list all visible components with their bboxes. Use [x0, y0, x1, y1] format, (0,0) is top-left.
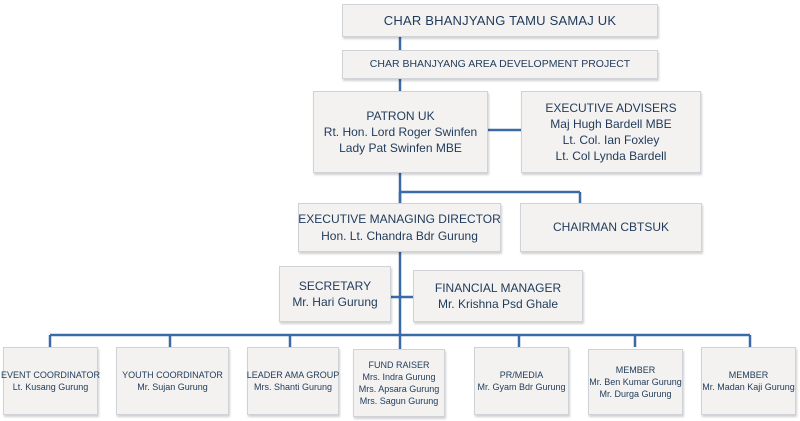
member-box-leader-ama-group: LEADER AMA GROUP Mrs. Shanti Gurung [247, 347, 339, 415]
member-heading: PR/MEDIA [499, 369, 544, 380]
member-box-youth-coordinator: YOUTH COORDINATOR Mr. Sujan Gurung [116, 347, 229, 415]
member-line: Mr. Madan Kaji Gurung [702, 382, 795, 392]
member-line: Mr. Sujan Gurung [137, 382, 208, 392]
member-box-pr-media: PR/MEDIA Mr. Gyam Bdr Gurung [474, 347, 569, 415]
project-name: CHAR BHANJYANG AREA DEVELOPMENT PROJECT [369, 58, 631, 71]
chairman-heading: CHAIRMAN CBTSUK [552, 220, 669, 235]
advisers-box: EXECUTIVE ADVISERS Maj Hugh Bardell MBE … [521, 91, 701, 173]
member-heading: FUND RAISER [368, 359, 430, 370]
org-title: CHAR BHANJYANG TAMU SAMAJ UK [383, 12, 617, 28]
advisers-heading: EXECUTIVE ADVISERS [545, 100, 677, 115]
patron-line: Rt. Hon. Lord Roger Swinfen [323, 124, 478, 139]
member-line: Lt. Kusang Gurung [12, 382, 89, 392]
member-heading: LEADER AMA GROUP [246, 369, 340, 380]
project-box: CHAR BHANJYANG AREA DEVELOPMENT PROJECT [342, 50, 658, 79]
member-line: Mrs. Sagun Gurung [359, 396, 439, 407]
secretary-box: SECRETARY Mr. Hari Gurung [279, 266, 391, 322]
member-line: Mrs. Shanti Gurung [253, 382, 333, 392]
org-title-box: CHAR BHANJYANG TAMU SAMAJ UK [342, 4, 658, 37]
advisers-line: Lt. Col Lynda Bardell [555, 149, 667, 164]
secretary-line: Mr. Hari Gurung [292, 295, 378, 309]
member-box-member-2: MEMBER Mr. Madan Kaji Gurung [701, 347, 796, 415]
member-box-member-1: MEMBER Mr. Ben Kumar Gurung Mr. Durga Gu… [588, 349, 683, 415]
patron-line: Lady Pat Swinfen MBE [339, 141, 462, 156]
finance-line: Mr. Krishna Psd Ghale [437, 297, 559, 311]
member-box-fund-raiser: FUND RAISER Mrs. Indra Gurung Mrs. Apsar… [353, 349, 445, 417]
member-heading: MEMBER [615, 364, 656, 375]
member-box-event-coordinator: EVENT COORDINATOR Lt. Kusang Gurung [1, 347, 101, 415]
secretary-heading: SECRETARY [298, 278, 372, 293]
finance-box: FINANCIAL MANAGER Mr. Krishna Psd Ghale [413, 270, 583, 322]
director-box: EXECUTIVE MANAGING DIRECTOR Hon. Lt. Cha… [298, 203, 501, 252]
patron-box: PATRON UK Rt. Hon. Lord Roger Swinfen La… [313, 91, 488, 173]
director-line: Hon. Lt. Chandra Bdr Gurung [321, 228, 478, 243]
patron-heading: PATRON UK [366, 108, 435, 123]
member-heading: EVENT COORDINATOR [1, 369, 101, 380]
member-heading: MEMBER [728, 369, 769, 380]
member-line: Mrs. Apsara Gurung [358, 384, 440, 394]
chairman-box: CHAIRMAN CBTSUK [520, 203, 702, 252]
member-heading: YOUTH COORDINATOR [122, 369, 223, 380]
advisers-line: Maj Hugh Bardell MBE [550, 116, 672, 131]
advisers-line: Lt. Col. Ian Foxley [562, 133, 660, 147]
member-line: Mr. Durga Gurung [599, 389, 672, 400]
finance-heading: FINANCIAL MANAGER [434, 280, 562, 295]
member-line: Mr. Gyam Bdr Gurung [477, 382, 566, 392]
director-heading: EXECUTIVE MANAGING DIRECTOR [298, 212, 501, 227]
member-line: Mr. Ben Kumar Gurung [589, 376, 682, 387]
member-line: Mrs. Indra Gurung [362, 371, 436, 382]
